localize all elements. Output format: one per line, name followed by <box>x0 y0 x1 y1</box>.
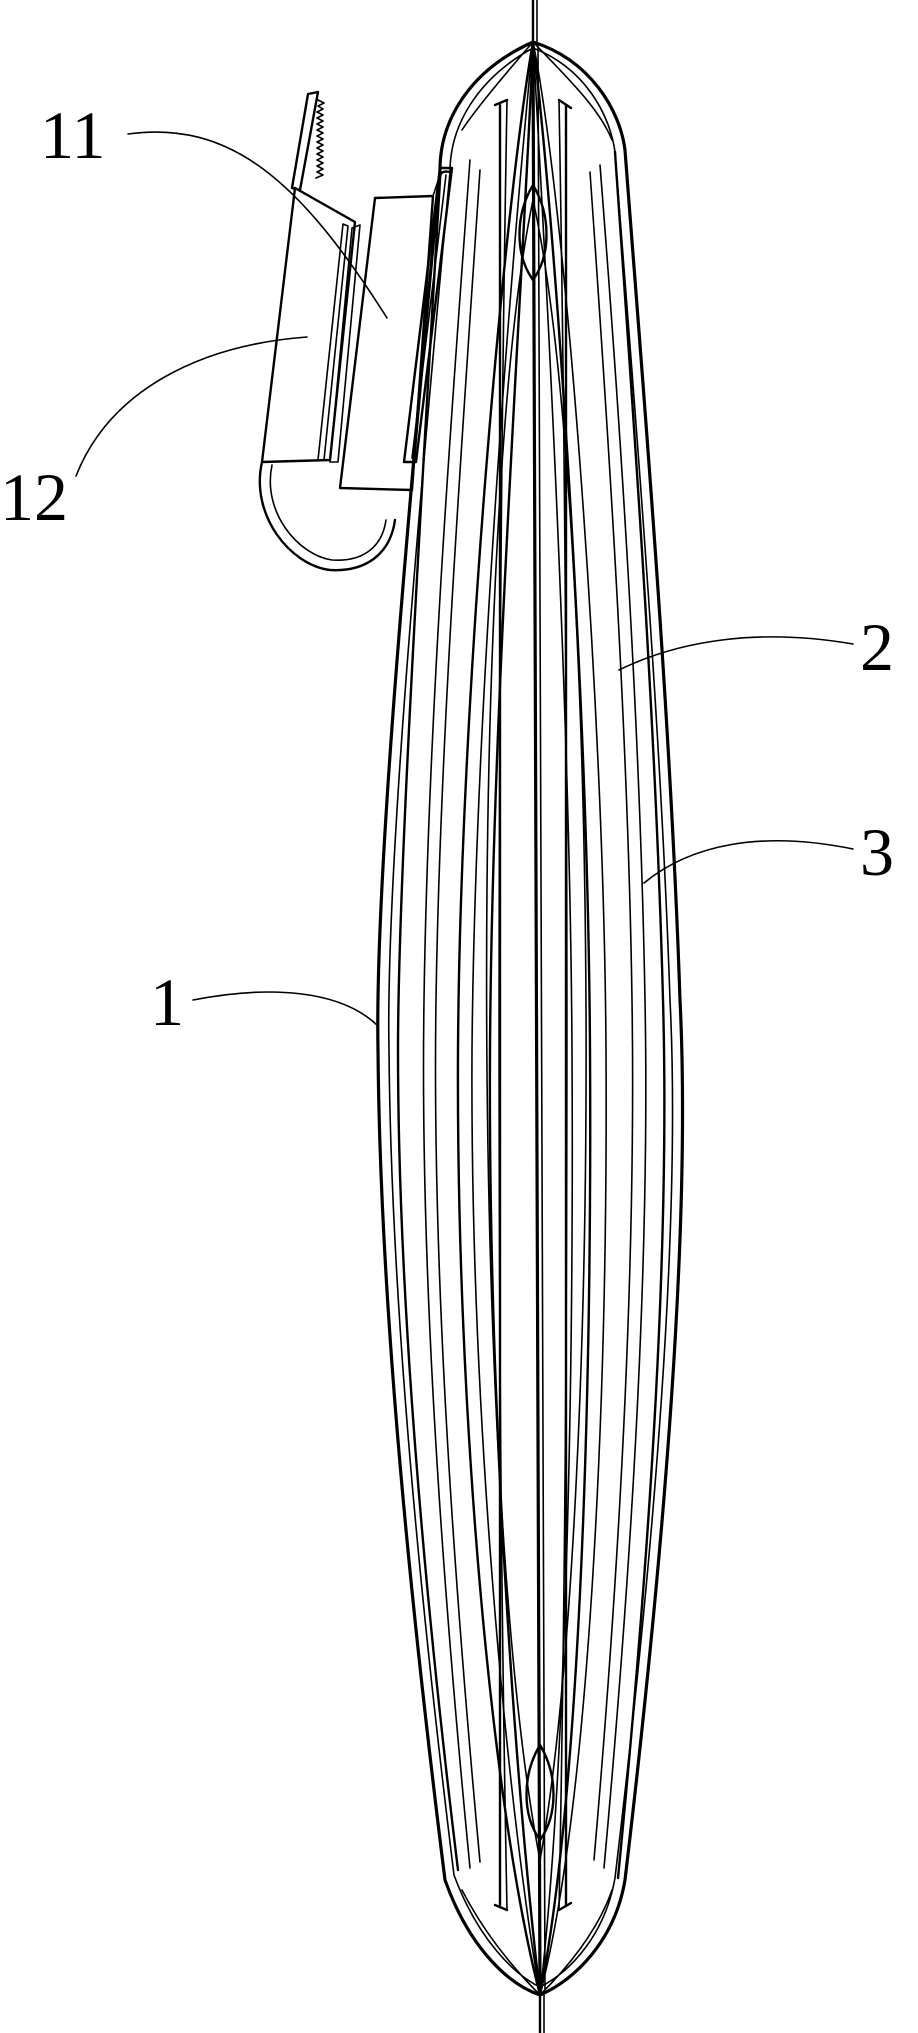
top-cap-left <box>493 98 509 107</box>
bottom-cap-left <box>493 1903 509 1912</box>
u-hook-inner <box>269 464 387 561</box>
rib-6 <box>532 41 607 1996</box>
label-2: 2 <box>860 609 894 685</box>
rib-4 <box>532 41 574 1996</box>
leader-lines <box>75 131 854 1026</box>
serrated-teeth <box>315 99 325 179</box>
inner-lens-top <box>518 183 548 282</box>
plate-12-inner-b <box>317 223 349 461</box>
block-11 <box>338 194 435 492</box>
side-panel-left-2 <box>422 159 471 1869</box>
leader-2 <box>618 636 854 671</box>
top-cap-right <box>557 98 573 110</box>
side-attachment <box>258 90 454 572</box>
rib-2 <box>471 41 541 1996</box>
plate-12-inner <box>329 224 361 463</box>
inner-lens-large <box>485 199 587 1861</box>
label-12: 12 <box>0 459 68 535</box>
leader-12 <box>75 336 308 477</box>
inner-lens-bottom <box>525 1743 555 1842</box>
leader-3 <box>643 840 854 884</box>
central-spine <box>531 40 542 1997</box>
mounting-strip <box>402 166 454 464</box>
reference-numerals: 11 12 2 3 1 <box>0 97 894 1040</box>
side-panel-right-2 <box>613 150 666 1880</box>
rib-3 <box>488 40 542 1997</box>
main-body <box>376 0 685 2033</box>
central-spine-2 <box>537 45 546 1991</box>
side-panel-right-3 <box>599 164 647 1869</box>
mounting-strip-inner <box>411 174 447 459</box>
bottom-flare-left <box>461 1889 541 1996</box>
label-3: 3 <box>860 814 894 890</box>
rib-5 <box>531 40 592 1997</box>
serrated-handle <box>290 90 320 192</box>
bottom-flare-right <box>539 1889 613 1996</box>
leader-11 <box>127 131 388 319</box>
side-panel-right-4 <box>589 171 634 1861</box>
top-flare-right <box>532 41 613 141</box>
label-11: 11 <box>40 97 105 173</box>
inner-slat-left-b <box>498 99 508 1911</box>
leader-1 <box>192 991 378 1026</box>
top-flare-left <box>461 41 534 131</box>
bottom-cap-right <box>557 1901 573 1912</box>
inner-slat-right-b <box>558 99 568 1911</box>
u-hook <box>258 460 397 572</box>
side-panel-left-3 <box>434 169 481 1863</box>
label-1: 1 <box>150 964 184 1040</box>
rib-1 <box>456 40 542 1997</box>
side-panel-left-1 <box>396 170 460 1872</box>
